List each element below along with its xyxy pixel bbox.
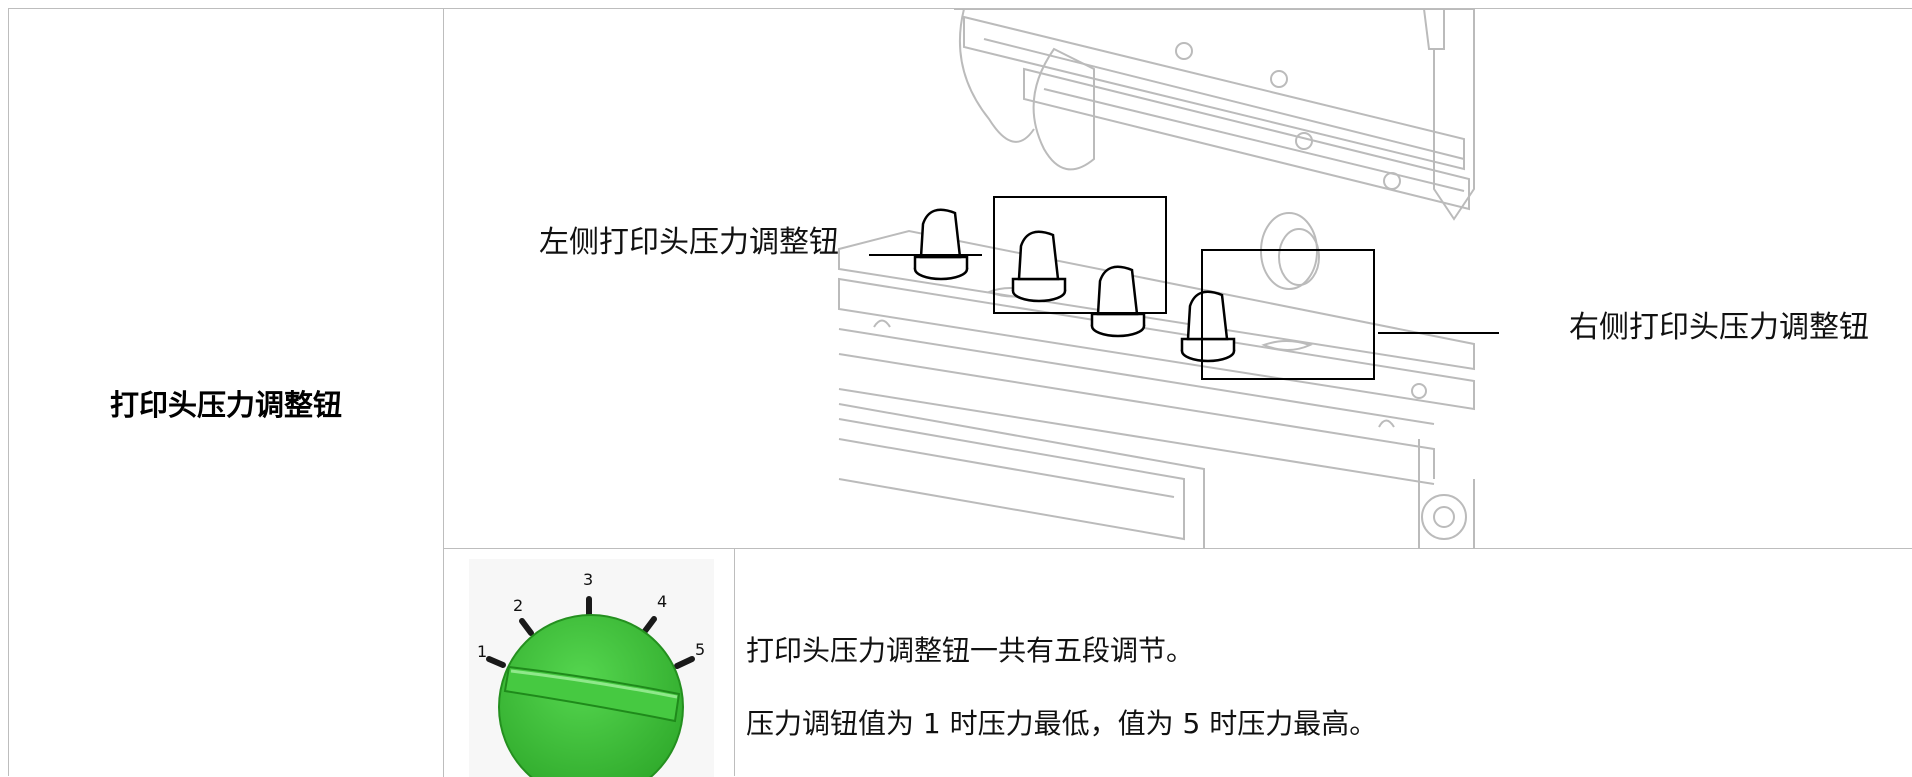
right-knobs-highlight-box	[1201, 249, 1375, 380]
left-knobs-highlight-box	[993, 196, 1167, 314]
left-knob-a-icon	[913, 208, 969, 281]
left-knob-b-icon	[1011, 230, 1067, 303]
description-line-1: 打印头压力调整钮一共有五段调节。	[746, 634, 1195, 667]
dial-tick-1	[486, 656, 506, 668]
row-label: 打印头压力调整钮	[109, 388, 342, 422]
right-knob-b-icon	[1180, 290, 1236, 363]
left-knob-callout-label: 左侧打印头压力调整钮	[539, 225, 839, 260]
cell-divider	[734, 549, 735, 776]
dial-tick-4	[642, 616, 657, 634]
dial-mark-5: 5	[695, 640, 705, 659]
illustration-cell: 左侧打印头压力调整钮 右侧打印头压力调整钮	[444, 9, 1912, 549]
description-row: 1 2 3 4 5 打印头压力调整钮一共有五段调节。 压力调钮值为 1 时压力最…	[444, 549, 1912, 777]
pressure-dial-photo: 1 2 3 4 5	[469, 559, 714, 777]
right-knob-callout-label: 右侧打印头压力调整钮	[1569, 310, 1869, 345]
description-line-2: 压力调钮值为 1 时压力最低，值为 5 时压力最高。	[746, 707, 1378, 740]
print-mechanism-illustration	[838, 9, 1499, 549]
dial-tick-5	[674, 656, 695, 669]
document-table: 打印头压力调整钮	[8, 8, 1912, 777]
row-header-cell: 打印头压力调整钮	[9, 9, 444, 777]
dial-mark-3: 3	[583, 570, 593, 589]
dial-mark-1: 1	[477, 642, 487, 661]
dial-tick-2	[519, 618, 534, 636]
dial-mark-2: 2	[513, 596, 523, 615]
dial-mark-4: 4	[657, 592, 667, 611]
